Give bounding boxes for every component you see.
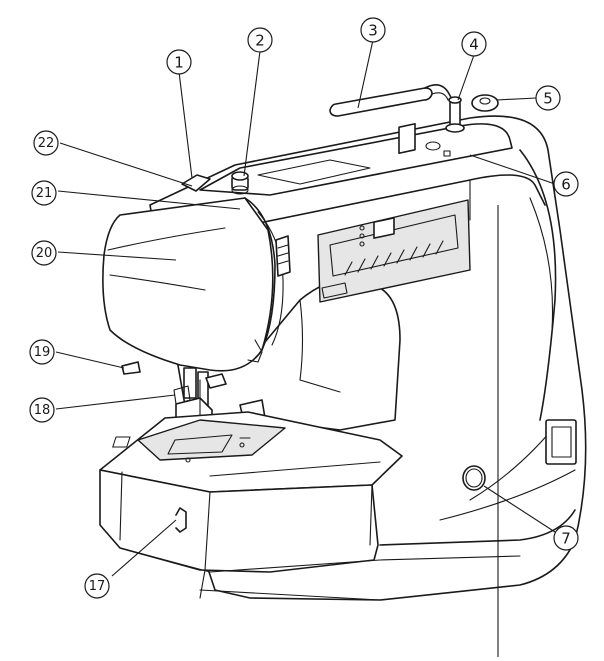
callout-circle [33, 130, 59, 156]
callout-5: 5 [535, 85, 561, 111]
callout-18: 18 [29, 397, 55, 423]
callout-circle [360, 17, 386, 43]
callout-number: 17 [89, 579, 106, 594]
callout-circle [84, 573, 110, 599]
callout-circle [166, 49, 192, 75]
callout-3: 3 [360, 17, 386, 43]
callout-number: 6 [561, 176, 571, 194]
callout-labels: 1 2 3 4 5 6 7 17 18 19 20 21 22 [29, 17, 579, 599]
callout-4: 4 [461, 31, 487, 57]
callout-circle [29, 397, 55, 423]
spool-pin-assembly [329, 84, 499, 157]
callout-20: 20 [31, 240, 57, 266]
face-plate [102, 197, 291, 375]
callout-21: 21 [31, 180, 57, 206]
callout-number: 5 [543, 90, 553, 108]
callout-number: 4 [469, 36, 479, 54]
callout-circle [247, 27, 273, 53]
callout-circle [461, 31, 487, 57]
callout-17: 17 [84, 573, 110, 599]
callout-circle [535, 85, 561, 111]
callout-number: 2 [255, 32, 265, 50]
leader-lines [55, 39, 556, 577]
control-panel [317, 122, 471, 303]
callout-circle [29, 339, 55, 365]
callout-number: 1 [174, 54, 184, 72]
callout-22: 22 [33, 130, 59, 156]
callout-6: 6 [553, 171, 579, 197]
callout-2: 2 [247, 27, 273, 53]
callout-number: 20 [36, 246, 53, 261]
callout-number: 3 [368, 22, 378, 40]
callout-number: 19 [34, 345, 51, 360]
callout-number: 7 [561, 530, 571, 548]
callout-circle [553, 171, 579, 197]
callout-19: 19 [29, 339, 55, 365]
callout-circle [31, 180, 57, 206]
callout-number: 18 [34, 403, 51, 418]
callout-1: 1 [166, 49, 192, 75]
machine-bed [99, 399, 576, 601]
callout-7: 7 [553, 525, 579, 551]
callout-circle [553, 525, 579, 551]
callout-number: 21 [36, 186, 53, 201]
callout-number: 22 [38, 136, 55, 151]
start-stop-button [462, 465, 486, 491]
callout-circle [31, 240, 57, 266]
